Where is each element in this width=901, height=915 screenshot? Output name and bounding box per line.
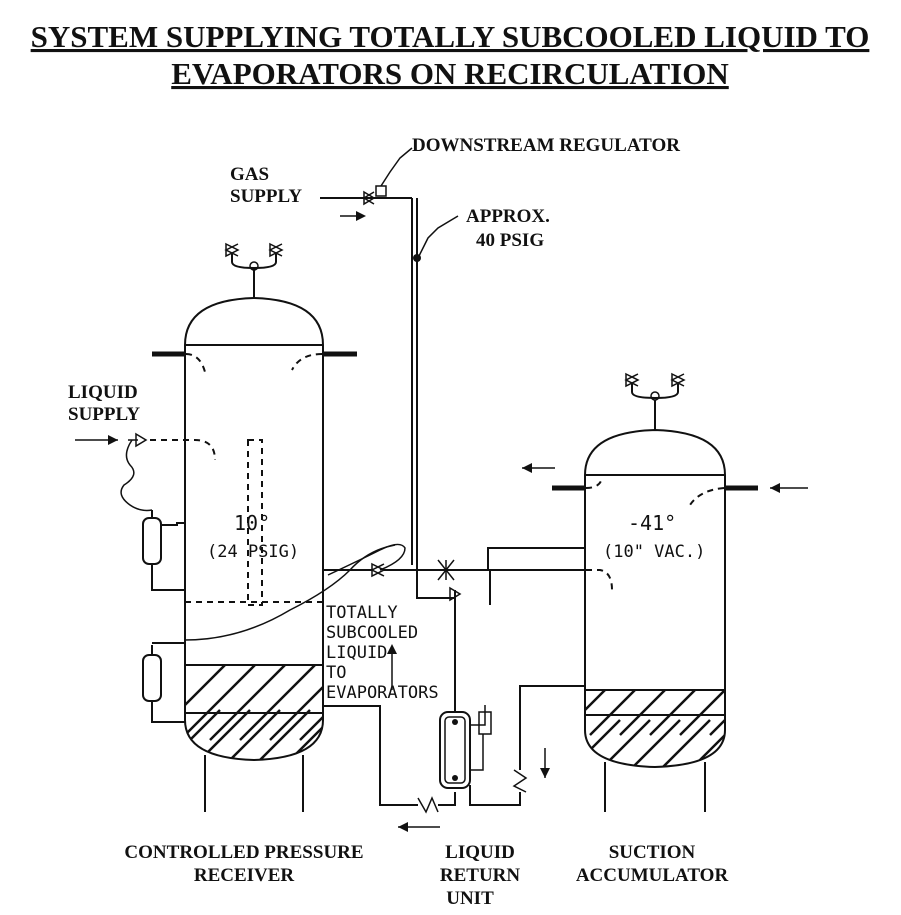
title-line-2: EVAPORATORS ON RECIRCULATION: [171, 56, 729, 91]
receiver-name-line-1: CONTROLLED PRESSURE: [124, 842, 363, 863]
suction-accumulator-vessel: [552, 372, 758, 812]
accumulator-flow-arrows: [522, 463, 808, 493]
liquid-supply-line: [75, 432, 153, 512]
approx-pressure-label-1: APPROX.: [466, 206, 550, 227]
controlled-pressure-receiver-vessel: [150, 242, 357, 812]
gas-supply-label-1: GAS: [230, 164, 269, 185]
subcooled-liquid-note: TOTALLY SUBCOOLED LIQUID TO EVAPORATORS: [326, 603, 439, 703]
receiver-name-line-2: RECEIVER: [194, 865, 295, 886]
downstream-regulator-label: DOWNSTREAM REGULATOR: [412, 135, 680, 156]
receiver-temperature: 10°: [234, 511, 270, 535]
note-line-5: EVAPORATORS: [326, 683, 439, 703]
gas-supply-line: [320, 147, 459, 565]
note-line-3: LIQUID: [326, 643, 387, 663]
return-unit-line-3: UNIT: [446, 888, 494, 909]
accumulator-name-line-1: SUCTION: [609, 842, 696, 863]
liquid-return-unit: [439, 705, 492, 789]
note-line-2: SUBCOOLED: [326, 623, 418, 643]
receiver-level-gauge-lower: [142, 642, 185, 723]
return-unit-line-2: RETURN: [440, 865, 521, 886]
accumulator-pressure: (10" VAC.): [603, 542, 705, 562]
interconnecting-piping: [184, 543, 585, 832]
liquid-supply-label-1: LIQUID: [68, 382, 138, 403]
approx-pressure-label-2: 40 PSIG: [476, 230, 544, 251]
note-line-4: TO: [326, 663, 346, 683]
receiver-pressure: (24 PSIG): [207, 542, 299, 562]
receiver-level-gauge-upper: [142, 510, 185, 591]
gas-supply-label-2: SUPPLY: [230, 186, 302, 207]
accumulator-temperature: -41°: [628, 511, 676, 535]
liquid-supply-label-2: SUPPLY: [68, 404, 140, 425]
return-unit-line-1: LIQUID: [445, 842, 515, 863]
accumulator-liquid-hatch: [585, 690, 725, 767]
accumulator-name-line-2: ACCUMULATOR: [576, 865, 729, 886]
note-line-1: TOTALLY: [326, 603, 398, 623]
receiver-liquid-hatch: [185, 665, 323, 760]
title-line-1: SYSTEM SUPPLYING TOTALLY SUBCOOLED LIQUI…: [31, 19, 870, 54]
